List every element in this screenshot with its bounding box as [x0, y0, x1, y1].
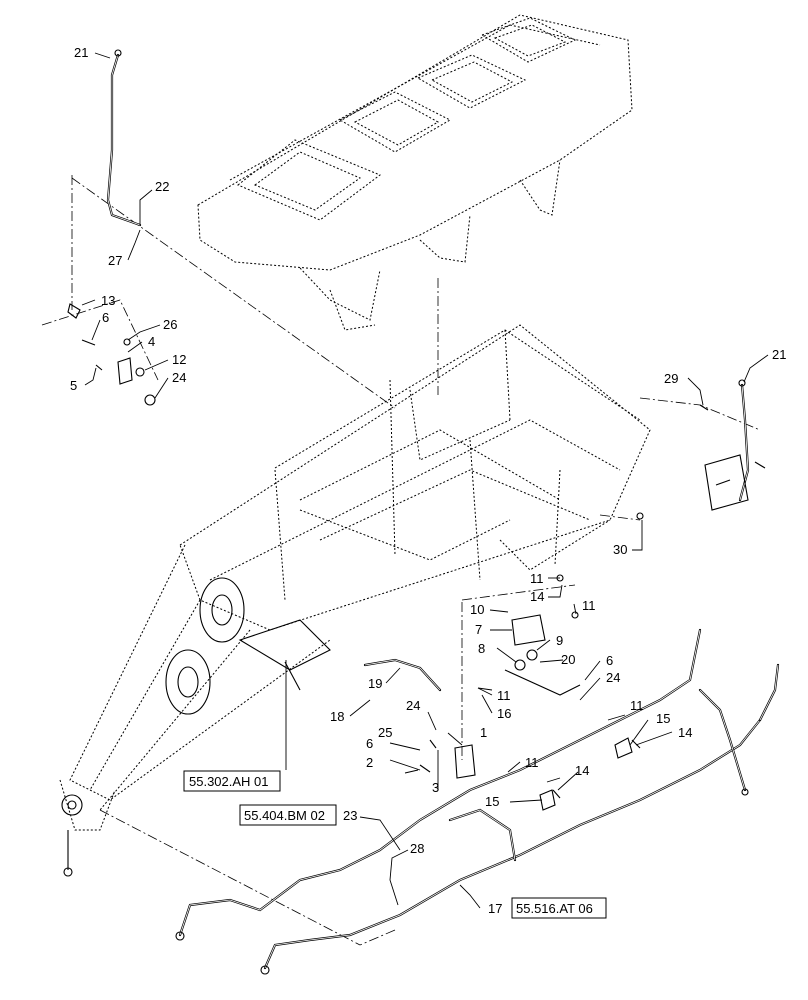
callout-11-a: 11	[530, 571, 544, 586]
callout-15-a: 15	[656, 711, 670, 726]
callout-14-b: 14	[678, 725, 692, 740]
callout-21-right: 21	[772, 347, 786, 362]
callout-11-e: 11	[630, 698, 644, 713]
callout-21-top-left: 21	[74, 45, 88, 60]
center-parts	[419, 574, 581, 779]
callout-7: 7	[475, 622, 482, 637]
callout-25: 25	[378, 725, 392, 740]
callout-9: 9	[556, 633, 563, 648]
callout-28: 28	[410, 841, 424, 856]
callout-8: 8	[478, 641, 485, 656]
right-harness-parts	[636, 379, 766, 520]
callout-18: 18	[330, 709, 344, 724]
callout-24-center: 24	[406, 698, 420, 713]
callout-26: 26	[163, 317, 177, 332]
callout-5: 5	[70, 378, 77, 393]
callout-16: 16	[497, 706, 511, 721]
callout-10: 10	[470, 602, 484, 617]
callout-11-b: 11	[582, 598, 596, 613]
callout-24-left: 24	[172, 370, 186, 385]
callout-12: 12	[172, 352, 186, 367]
callout-2: 2	[366, 755, 373, 770]
callout-30: 30	[613, 542, 627, 557]
callout-6-lower: 6	[366, 736, 373, 751]
callout-labels: 21 22 27 13 6 26 4 12 5 24 29 21 30 11 1…	[70, 45, 786, 916]
frame	[59, 324, 651, 877]
reference-label: 55.516.AT 06	[516, 901, 593, 916]
callout-27: 27	[108, 253, 122, 268]
callout-6-center: 6	[606, 653, 613, 668]
callout-17: 17	[488, 901, 502, 916]
callout-29: 29	[664, 371, 678, 386]
left-harness-parts	[67, 49, 156, 406]
hopper-tank	[197, 14, 633, 331]
callout-6-left: 6	[102, 310, 109, 325]
reference-boxes: 55.302.AH 01 55.404.BM 02 55.516.AT 06	[183, 770, 607, 919]
callout-13: 13	[101, 293, 115, 308]
callout-24-center-right: 24	[606, 670, 620, 685]
callout-19: 19	[368, 676, 382, 691]
callout-15-b: 15	[485, 794, 499, 809]
callout-11-d: 11	[525, 755, 539, 770]
callout-3: 3	[432, 780, 439, 795]
main-harnesses	[175, 628, 780, 975]
callout-20: 20	[561, 652, 575, 667]
callout-14-a: 14	[530, 589, 544, 604]
reference-label: 55.404.BM 02	[244, 808, 325, 823]
callout-1: 1	[480, 725, 487, 740]
callout-22: 22	[155, 179, 169, 194]
callout-14-c: 14	[575, 763, 589, 778]
reference-55-302-ah-01[interactable]: 55.302.AH 01	[183, 770, 281, 792]
callout-4: 4	[148, 334, 155, 349]
callout-11-c: 11	[497, 688, 511, 703]
leader-lines	[81, 52, 769, 909]
reference-55-516-at-06[interactable]: 55.516.AT 06	[511, 897, 607, 919]
reference-55-404-bm-02[interactable]: 55.404.BM 02	[239, 804, 337, 826]
centerlines	[41, 175, 761, 946]
fan-wheels	[165, 577, 331, 715]
reference-label: 55.302.AH 01	[189, 774, 269, 789]
callout-23: 23	[343, 808, 357, 823]
